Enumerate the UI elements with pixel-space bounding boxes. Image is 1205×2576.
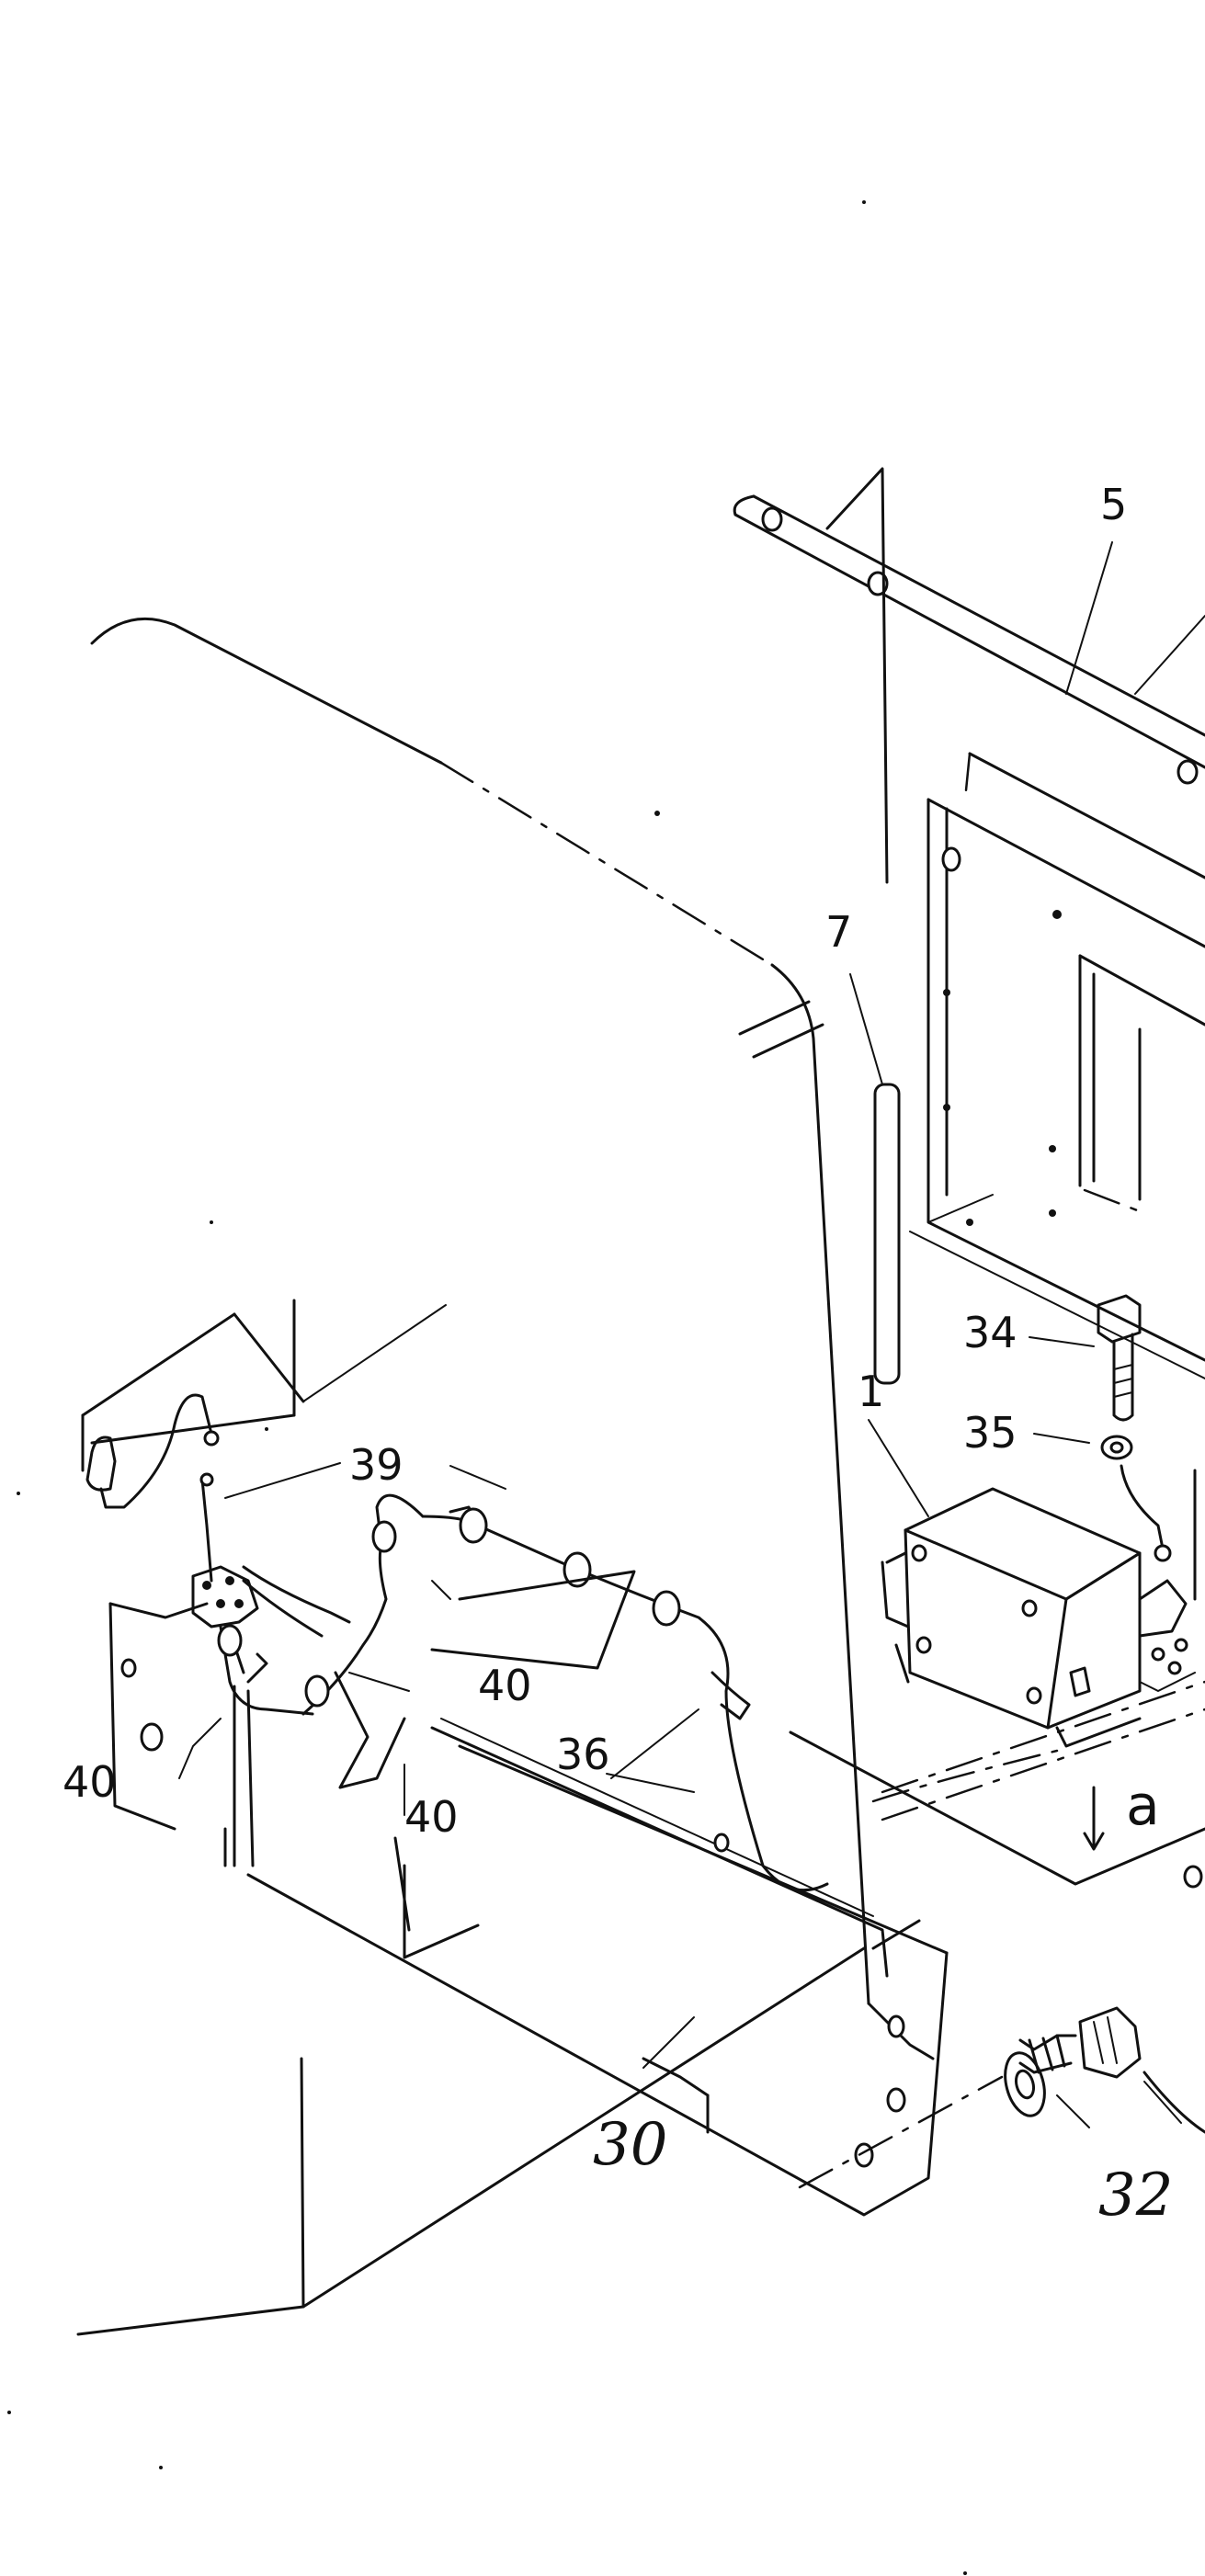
large-washer <box>1004 2051 1046 2117</box>
label-arrow-a: a <box>1126 1774 1160 1838</box>
mounting-bar <box>733 467 1205 884</box>
label-item-7: 7 <box>825 907 852 957</box>
label-item-5: 5 <box>1100 480 1127 529</box>
label-item-36: 36 <box>556 1730 610 1779</box>
specks <box>7 200 967 2575</box>
controller-box <box>881 1464 1197 1748</box>
base-plate <box>789 1680 1205 1889</box>
leader-lines <box>178 541 1205 2128</box>
label-item-40-center: 40 <box>478 1661 532 1710</box>
knob-fitting <box>1018 2006 1205 2134</box>
label-item-34: 34 <box>963 1308 1017 1357</box>
bottom-bracket <box>108 1602 1004 2217</box>
callout-labels: 5 7 34 35 1 39 40 40 40 36 a 32 30 <box>63 480 1173 2230</box>
label-item-1: 1 <box>858 1367 884 1416</box>
cover-panel <box>76 617 935 2336</box>
bolt <box>1097 1294 1142 1422</box>
label-item-30: 30 <box>593 2111 667 2179</box>
label-item-39: 39 <box>349 1440 404 1490</box>
rubber-strip <box>873 1083 901 1385</box>
label-item-40-left: 40 <box>63 1757 117 1807</box>
label-item-40-right: 40 <box>404 1792 459 1842</box>
label-item-32: 32 <box>1098 2162 1173 2230</box>
label-item-35: 35 <box>963 1408 1017 1458</box>
washer <box>1100 1435 1133 1460</box>
wiring-harness <box>85 1393 1059 1892</box>
mounting-plate <box>909 752 1205 1379</box>
